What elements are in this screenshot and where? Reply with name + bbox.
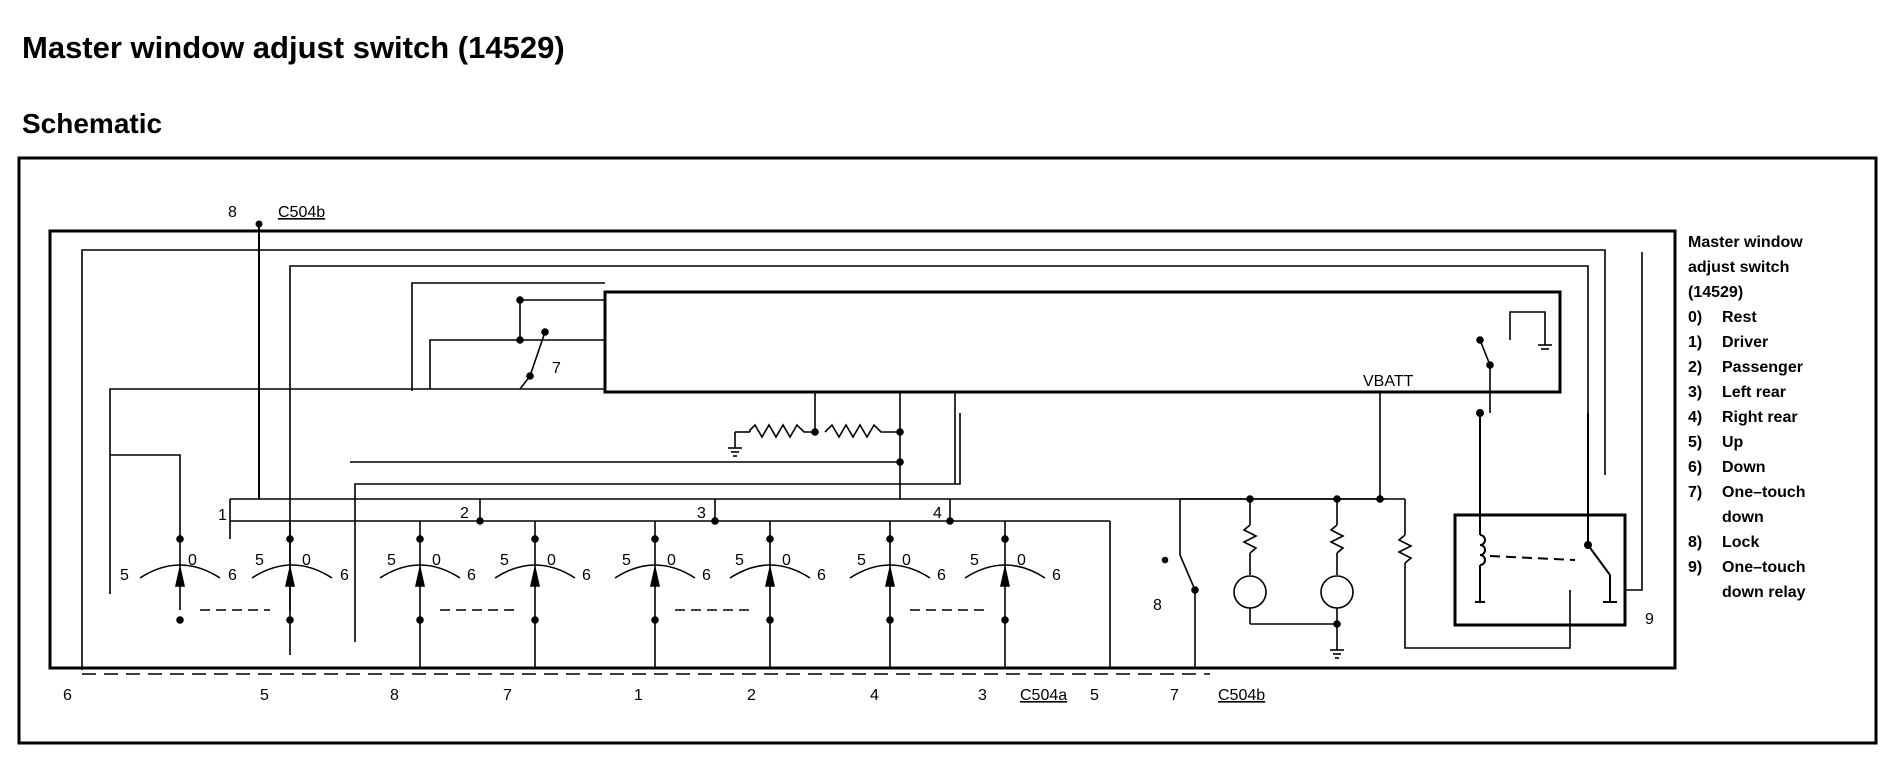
legend-text: Up [1722, 434, 1744, 451]
legend-key: 2) [1688, 359, 1702, 376]
page-title: Master window adjust switch (14529) [22, 30, 565, 65]
connector-c504b-top [255, 220, 263, 499]
lock-label: 8 [1153, 597, 1162, 614]
position-label: 5 [622, 552, 631, 569]
switch-group-1 [139, 499, 333, 624]
connector-c504a-pin: 5 [1090, 687, 1099, 704]
legend-text: Down [1722, 459, 1766, 476]
position-label: 0 [667, 552, 676, 569]
position-label: 5 [857, 552, 866, 569]
legend-key: 9) [1688, 559, 1702, 576]
position-label: 6 [937, 567, 946, 584]
bottom-pin-label: 7 [503, 687, 512, 704]
vbatt-feed [1180, 392, 1405, 503]
position-label: 0 [188, 552, 197, 569]
legend-text: One–touch [1722, 484, 1806, 501]
legend-key: 4) [1688, 409, 1702, 426]
connector-top-name: C504b [278, 204, 325, 221]
legend-text: down relay [1722, 584, 1806, 601]
one-touch-switch [429, 296, 605, 390]
connector-top-pin: 8 [228, 204, 237, 221]
legend-key: 8) [1688, 534, 1702, 551]
bottom-pin-label: 3 [978, 687, 987, 704]
resistor-divider [350, 392, 956, 499]
position-label: 5 [970, 552, 979, 569]
connector-c504b-bottom-name: C504b [1218, 687, 1265, 704]
position-label: 0 [547, 552, 556, 569]
position-label: 6 [228, 567, 237, 584]
legend-key: 1) [1688, 334, 1702, 351]
position-label: 5 [735, 552, 744, 569]
group-4-number: 4 [933, 505, 942, 522]
position-label: 5 [387, 552, 396, 569]
indicator-lamps [1233, 495, 1354, 659]
legend-key: 5) [1688, 434, 1702, 451]
control-module [603, 290, 1562, 394]
bottom-pin-label: 8 [390, 687, 399, 704]
switch-group-4 [849, 499, 1046, 668]
switch-group-2 [379, 499, 576, 668]
position-label: 5 [120, 567, 129, 584]
bottom-pin-label: 4 [870, 687, 879, 704]
legend-heading-line: (14529) [1688, 284, 1743, 301]
outer-frame [17, 156, 1878, 745]
position-label: 6 [817, 567, 826, 584]
legend-text: Lock [1722, 534, 1759, 551]
position-label: 5 [500, 552, 509, 569]
position-label: 0 [432, 552, 441, 569]
legend-heading-line: adjust switch [1688, 259, 1789, 276]
legend-key: 6) [1688, 459, 1702, 476]
position-label: 6 [467, 567, 476, 584]
one-touch-relay [1453, 409, 1627, 627]
position-label: 0 [902, 552, 911, 569]
feeder-wires [81, 249, 1643, 670]
legend-text: Rest [1722, 309, 1757, 326]
bottom-pin-label: 2 [747, 687, 756, 704]
bottom-pin-labels: 6 5 8 7 1 2 4 3 [63, 687, 987, 704]
connector-c504b-bottom-pin: 7 [1170, 687, 1179, 704]
bottom-pin-label: 6 [63, 687, 72, 704]
relay-pin-label: 9 [1645, 611, 1654, 628]
section-title: Schematic [22, 108, 163, 139]
legend-key: 0) [1688, 309, 1702, 326]
group-1-number: 1 [218, 507, 227, 524]
position-label: 5 [255, 552, 264, 569]
legend-text: Driver [1722, 334, 1768, 351]
switch-housing [48, 229, 1677, 670]
legend-text: One–touch [1722, 559, 1806, 576]
group-3-number: 3 [697, 505, 706, 522]
connector-c504a-name: C504a [1020, 687, 1067, 704]
bottom-pin-label: 1 [634, 687, 643, 704]
legend-key: 3) [1688, 384, 1702, 401]
legend-key: 7) [1688, 484, 1702, 501]
relay-feed-resistor [1397, 499, 1571, 649]
switch-position-labels: 5 0 6 5 0 6 5 0 6 5 0 6 5 0 6 5 0 6 5 0 … [120, 552, 1061, 584]
legend-text: down [1722, 509, 1764, 526]
switch-buses [230, 498, 1385, 668]
one-touch-label: 7 [552, 360, 561, 377]
bottom-pin-label: 5 [260, 687, 269, 704]
lock-switch [1161, 499, 1199, 668]
position-label: 6 [582, 567, 591, 584]
position-label: 6 [340, 567, 349, 584]
legend-text: Left rear [1722, 384, 1786, 401]
group-2-number: 2 [460, 505, 469, 522]
vbatt-label: VBATT [1363, 373, 1414, 390]
switch-group-3 [614, 499, 811, 668]
position-label: 0 [1017, 552, 1026, 569]
relay-upper-switch [1476, 311, 1552, 413]
position-label: 0 [302, 552, 311, 569]
position-label: 0 [782, 552, 791, 569]
legend-text: Passenger [1722, 359, 1803, 376]
position-label: 6 [702, 567, 711, 584]
position-label: 6 [1052, 567, 1061, 584]
legend-text: Right rear [1722, 409, 1798, 426]
legend-heading-line: Master window [1688, 234, 1803, 251]
legend: Master window adjust switch (14529) 0) R… [1688, 234, 1806, 601]
